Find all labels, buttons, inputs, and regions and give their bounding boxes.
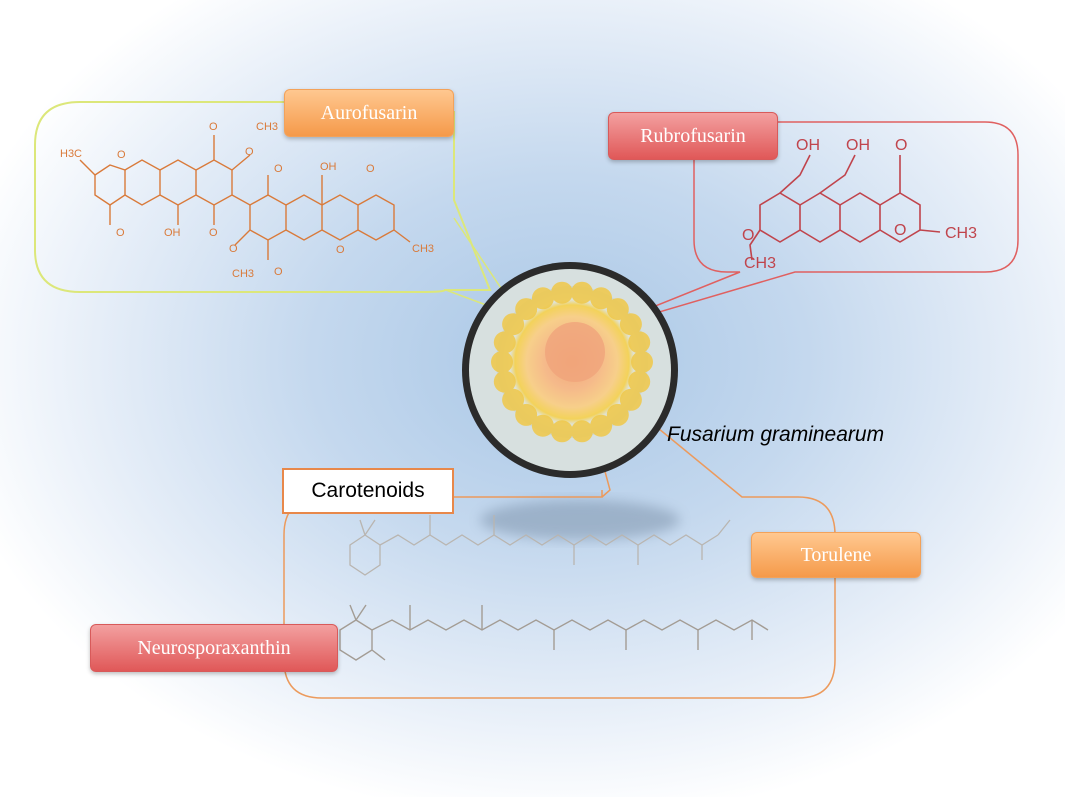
aurofusarin-atom-o: O (117, 149, 126, 161)
colony-lobe (502, 388, 525, 411)
rubrofusarin-atom-o: O (895, 137, 907, 154)
aurofusarin-atom-o: O (274, 163, 283, 175)
torulene-label: Torulene (751, 532, 921, 578)
torulene-structure (349, 515, 731, 576)
colony-lobe (551, 281, 573, 304)
rubrofusarin-atoms: OH OH O O CH3 O CH3 (742, 137, 977, 272)
aurofusarin-structure (79, 135, 411, 260)
rubrofusarin-structure (749, 154, 941, 261)
rubrofusarin-label: Rubrofusarin (608, 112, 778, 160)
aurofusarin-atom-ch3: CH3 (256, 121, 278, 133)
colony-lobe (531, 414, 554, 437)
colony-lobe (619, 313, 642, 336)
rubrofusarin-atom-oh: OH (796, 137, 820, 154)
aurofusarin-atom-o: O (229, 243, 238, 255)
aurofusarin-atom-o: O (366, 163, 375, 175)
colony-lobe (571, 281, 593, 304)
colony-lobe (628, 331, 651, 354)
aurofusarin-frame (34, 101, 492, 293)
colony-lobe (619, 388, 642, 411)
aurofusarin-atom-ch3: CH3 (412, 243, 434, 255)
aurofusarin-label: Aurofusarin (284, 89, 454, 137)
colony-lobe (531, 287, 554, 310)
aurofusarin-atom-o: O (336, 244, 345, 256)
colony-lobe (502, 313, 525, 336)
aurofusarin-atom-ch3: CH3 (232, 268, 254, 280)
colony-lobe (606, 403, 629, 426)
aurofusarin-atom-o: O (274, 266, 283, 278)
neurosporaxanthin-structure (339, 604, 769, 661)
carotenoids-label: Carotenoids (282, 468, 454, 514)
colony-lobe (493, 370, 516, 393)
aurofusarin-atoms: H3C O O CH3 O O OH O O OH O O CH3 O O CH… (60, 121, 434, 280)
plate-shadow (480, 500, 680, 540)
aurofusarin-atom-o: O (116, 227, 125, 239)
rubrofusarin-atom-o: O (742, 227, 754, 244)
colony-lobe (631, 351, 653, 373)
neurosporaxanthin-label: Neurosporaxanthin (90, 624, 338, 672)
species-label: Fusarium graminearum (667, 423, 885, 446)
colony-lobe (515, 298, 538, 321)
rubrofusarin-atom-o: O (894, 222, 906, 239)
colony-lobe (493, 331, 516, 354)
colony-lobe (491, 351, 513, 373)
colony-lobes (491, 281, 653, 443)
colony-center (545, 322, 605, 382)
colony-lobe (590, 287, 613, 310)
aurofusarin-atom-o: O (245, 146, 254, 158)
colony-lobe (551, 420, 573, 443)
aurofusarin-atom-h3c: H3C (60, 148, 82, 160)
rubrofusarin-atom-ch3: CH3 (744, 255, 776, 272)
colony-lobe (515, 403, 538, 426)
colony-lobe (606, 298, 629, 321)
aurofusarin-atom-o: O (209, 121, 218, 133)
colony-lobe (590, 414, 613, 437)
rubrofusarin-atom-ch3: CH3 (945, 225, 977, 242)
colony-lobe (628, 370, 651, 393)
colony-lobe (571, 420, 593, 443)
rubrofusarin-atom-oh: OH (846, 137, 870, 154)
aurofusarin-atom-oh: OH (164, 227, 181, 239)
aurofusarin-atom-oh: OH (320, 161, 337, 173)
aurofusarin-atom-o: O (209, 227, 218, 239)
